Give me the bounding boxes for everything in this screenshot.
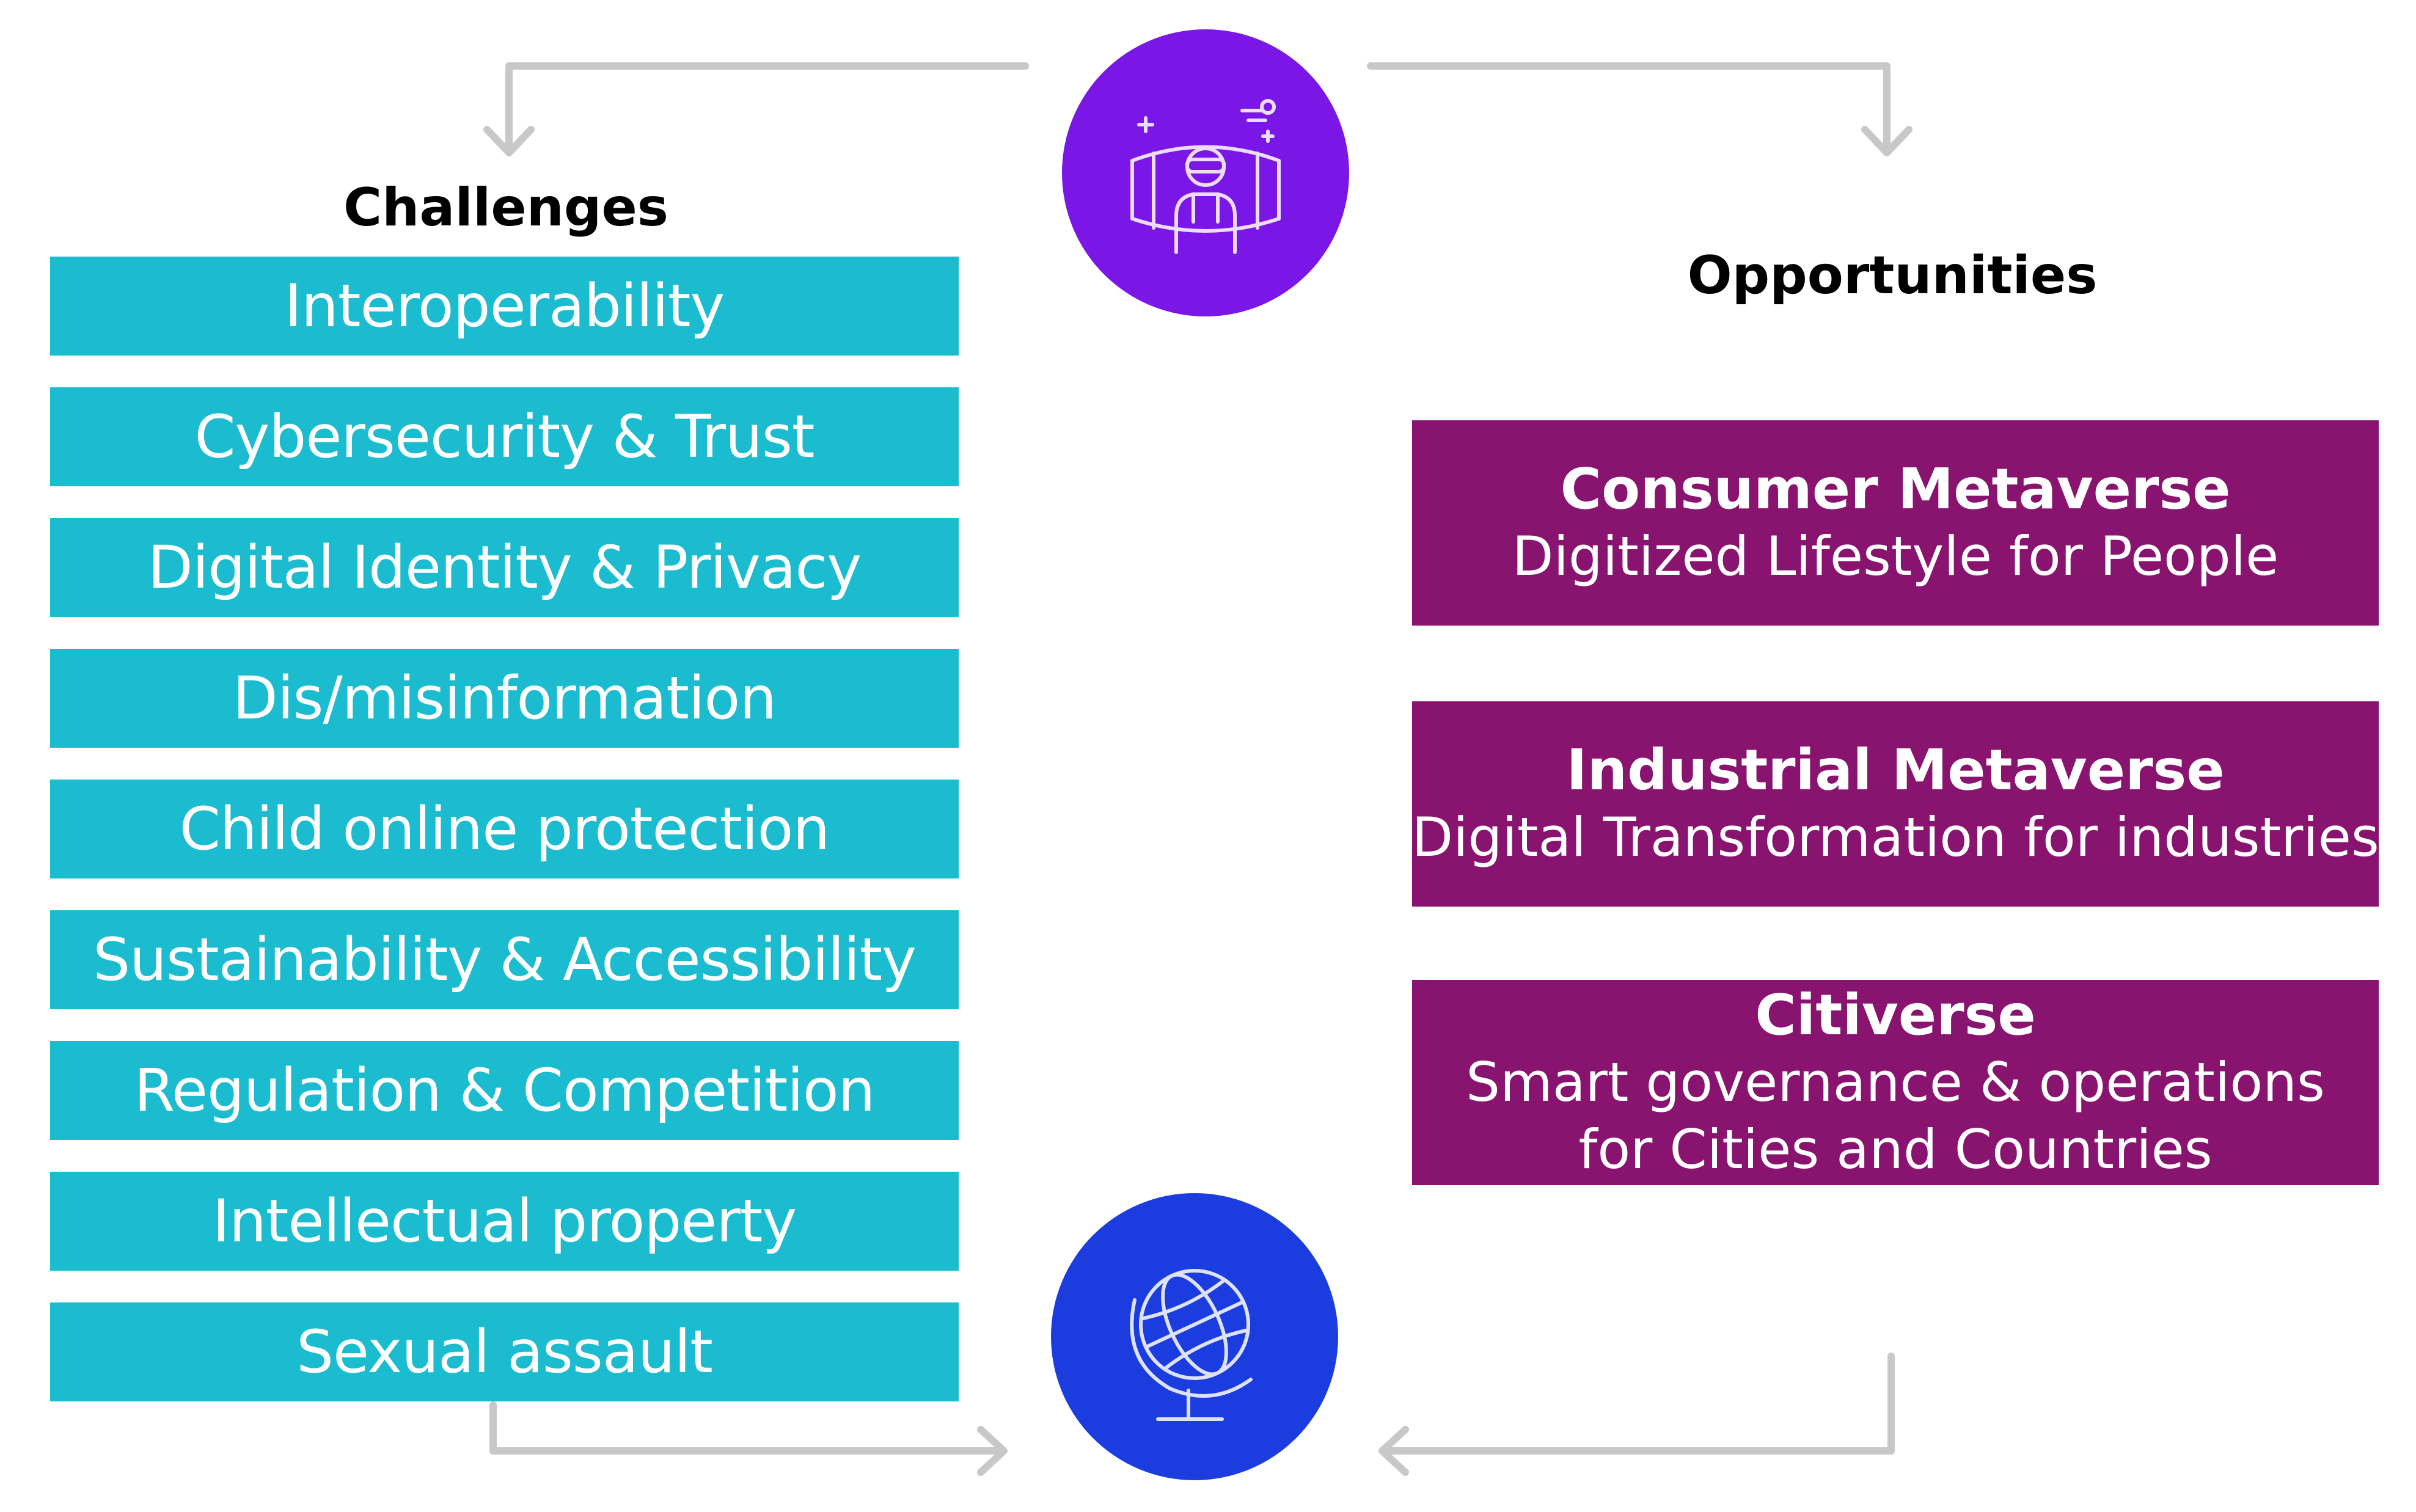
opportunity-item-citiverse: Citiverse Smart governance & operations … xyxy=(1412,980,2379,1185)
globe-circle xyxy=(1051,1193,1338,1480)
opportunity-subtitle: Digital Transformation for industries xyxy=(1411,806,2379,869)
opportunity-subtitle: Digitized Lifestyle for People xyxy=(1512,525,2279,588)
opportunity-subtitle-line2: for Cities and Countries xyxy=(1578,1118,2213,1181)
arrow-bottom-left xyxy=(489,1401,1006,1455)
opportunity-title: Industrial Metaverse xyxy=(1566,737,2225,803)
challenge-label: Cybersecurity & Trust xyxy=(194,403,815,471)
challenge-item: Sustainability & Accessibility xyxy=(50,910,959,1009)
opportunities-heading: Opportunities xyxy=(1687,245,2098,306)
arrow-top-right xyxy=(1367,62,1891,153)
opportunity-item-industrial: Industrial Metaverse Digital Transformat… xyxy=(1411,701,2379,907)
challenge-item: Digital Identity & Privacy xyxy=(50,518,959,617)
metaverse-circle xyxy=(1062,29,1349,316)
challenge-item: Regulation & Competition xyxy=(50,1041,959,1140)
vr-headset-person-icon xyxy=(1130,99,1281,254)
challenges-heading: Challenges xyxy=(343,177,668,238)
arrowhead-bottom-right xyxy=(1378,1426,1409,1476)
challenge-label: Digital Identity & Privacy xyxy=(147,533,862,602)
challenge-label: Intellectual property xyxy=(212,1187,797,1255)
challenge-item: Child online protection xyxy=(50,780,959,878)
globe-icon xyxy=(1130,1269,1253,1421)
arrowhead-top-right xyxy=(1861,126,1913,156)
challenge-label: Sustainability & Accessibility xyxy=(93,926,917,994)
challenge-item: Cybersecurity & Trust xyxy=(50,387,959,486)
arrow-top-left xyxy=(505,62,1029,153)
opportunity-subtitle: Smart governance & operations xyxy=(1466,1051,2325,1114)
arrow-bottom-right xyxy=(1380,1353,1895,1455)
arrowhead-bottom-left xyxy=(977,1426,1008,1476)
opportunity-title: Citiverse xyxy=(1755,982,2036,1048)
challenge-item: Intellectual property xyxy=(50,1172,959,1271)
challenge-label: Interoperability xyxy=(284,272,725,340)
challenge-item: Interoperability xyxy=(50,257,959,356)
arrowhead-top-left xyxy=(483,126,535,156)
challenge-label: Regulation & Competition xyxy=(134,1056,876,1125)
challenge-item: Dis/misinformation xyxy=(50,649,959,748)
opportunity-title: Consumer Metaverse xyxy=(1560,456,2231,522)
challenge-label: Sexual assault xyxy=(296,1318,713,1386)
challenge-label: Child online protection xyxy=(179,795,830,863)
challenge-item: Sexual assault xyxy=(50,1302,959,1401)
challenge-label: Dis/misinformation xyxy=(232,664,777,732)
opportunity-item-consumer: Consumer Metaverse Digitized Lifestyle f… xyxy=(1412,420,2379,626)
